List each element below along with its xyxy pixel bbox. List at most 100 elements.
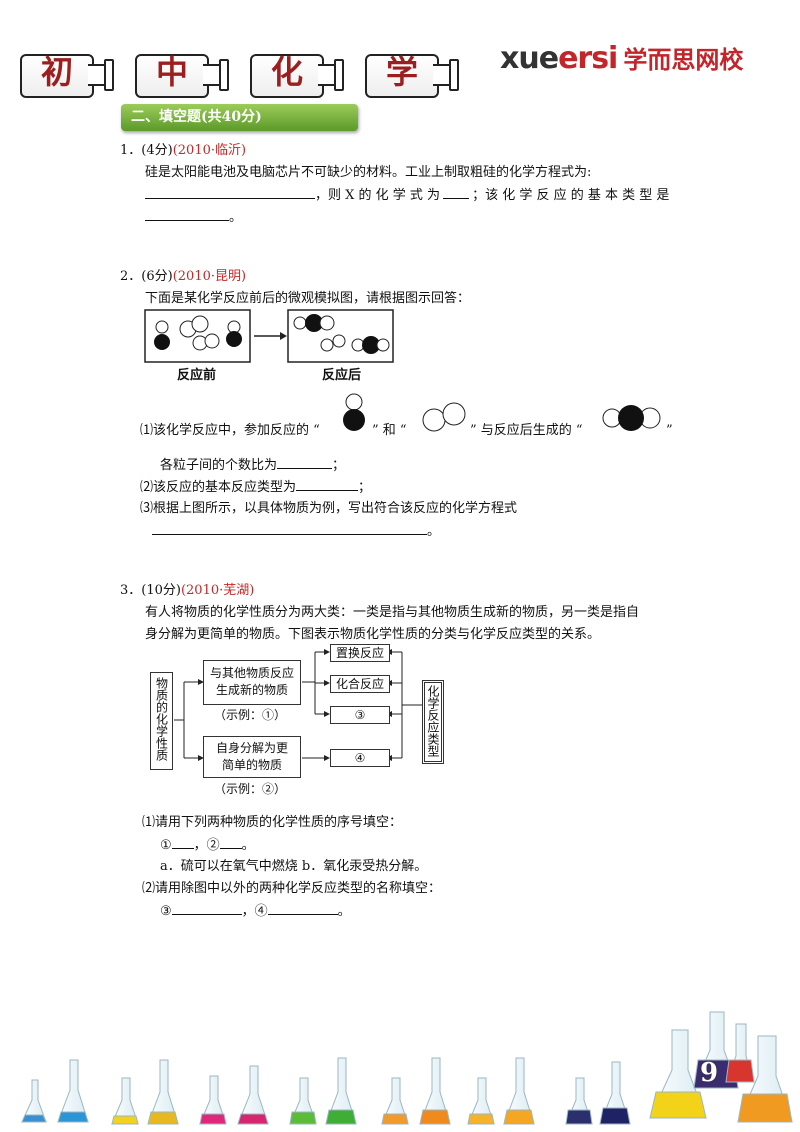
section-title: 二、填空题(共40分) (121, 104, 358, 131)
q2-label-before: 反应前 (177, 368, 217, 383)
diagram-lower-example: （示例：②） (214, 782, 287, 796)
flask-icon (649, 1029, 707, 1119)
molecule-c-icon (602, 405, 661, 431)
q1-num: 1． (120, 143, 142, 158)
diagram-r4-box: ④ (330, 749, 390, 767)
q3-score: (10分) (141, 583, 181, 598)
q3-p2-sep: ，④ (241, 904, 268, 919)
q2-blank-ratio[interactable] (277, 454, 333, 469)
q1-line2-text-a: ，则 X 的 化 学 式 为 (315, 188, 441, 203)
header-bottle-2: 中 (135, 50, 229, 98)
diagram-upper-box: 与其他物质反应 生成新的物质 (203, 660, 301, 705)
diagram-lower-box: 自身分解为更 简单的物质 (203, 736, 301, 778)
molecule-a-icon (343, 393, 365, 431)
q2-p1-c: ” 与反应后生成的 “ (470, 423, 583, 438)
q3-blank-4[interactable] (267, 900, 338, 915)
q2-p2: ⑵该反应的基本反应类型为 ； (140, 476, 371, 499)
flask-icon (325, 1057, 357, 1125)
header-char: 学 (385, 53, 418, 91)
footer-flasks-decoration (21, 1011, 793, 1125)
header-bottle-1: 初 (20, 50, 114, 98)
q1-blank-x[interactable] (443, 184, 470, 199)
q3-heading: 3．(10分)(2010·芜湖) (120, 580, 254, 602)
diagram-lower-line1: 自身分解为更 (215, 741, 288, 755)
q1-heading: 1．(4分)(2010·临沂) (120, 140, 246, 162)
q3-p1-end: 。 (241, 838, 255, 853)
diagram-right-box: 化学反应类型 (422, 680, 444, 764)
page-number: 9 (700, 1058, 719, 1088)
q1-line3-end: 。 (229, 210, 243, 225)
q3-p2: ⑵请用除图中以外的两种化学反应类型的名称填空： (142, 881, 442, 896)
diagram-right-text: 化学反应类型 (426, 685, 440, 757)
q3-intro1: 有人将物质的化学性质分为两大类：一类是指与其他物质生成新的物质，另一类是指自 (145, 605, 640, 620)
q1-line2: ，则 X 的 化 学 式 为 ；该 化 学 反 应 的 基 本 类 型 是 (145, 184, 685, 207)
flask-icon (111, 1077, 139, 1125)
q2-blank-equation[interactable] (152, 520, 427, 535)
diagram-upper-line2: 生成新的物质 (215, 683, 288, 697)
flask-icon (237, 1065, 269, 1125)
q1-line3: 。 (145, 206, 242, 229)
q2-micro-diagram (144, 309, 394, 363)
q3-p1-sep: ，② (193, 838, 220, 853)
diagram-r3-box: ③ (330, 706, 390, 724)
flask-icon (565, 1077, 593, 1125)
flask-icon (419, 1057, 451, 1125)
molecule-b-icon (422, 402, 466, 432)
q1-line2-text-b: ；该 化 学 反 应 的 基 本 类 型 是 (472, 188, 670, 203)
q3-blank-1[interactable] (171, 834, 194, 849)
flask-icon (289, 1077, 317, 1125)
flask-icon (381, 1077, 409, 1125)
diagram-r2-box: 化合反应 (330, 675, 390, 693)
diagram-left-box: 物质的化学性质 (150, 672, 173, 770)
q2-num: 2． (120, 269, 142, 284)
diagram-upper-example: （示例：①） (214, 708, 287, 722)
q3-options: a．硫可以在氧气中燃烧 b．氧化汞受热分解。 (160, 859, 428, 874)
q2-p1-a: ⑴该化学反应中，参加反应的 “ (140, 423, 320, 438)
q2-p2-text: ⑵该反应的基本反应类型为 (140, 480, 297, 495)
q2-p1-b: ” 和 “ (372, 423, 407, 438)
q2-p1-d: ” (666, 423, 673, 438)
q3-p1-circled-1: ① (160, 838, 172, 853)
q2-score: (6分) (141, 269, 173, 284)
flask-icon (725, 1023, 755, 1083)
flask-icon (21, 1079, 47, 1123)
q3-num: 3． (120, 583, 142, 598)
q3-p2-line: ③ ，④ 。 (160, 900, 351, 923)
flask-icon (199, 1075, 227, 1125)
q3-intro2: 身分解为更简单的物质。下图表示物质化学性质的分类与化学反应类型的关系。 (145, 627, 601, 642)
brand-en-b: ersi (558, 41, 618, 76)
q1-score: (4分) (141, 143, 173, 158)
q1-blank-equation[interactable] (145, 184, 315, 199)
q3-blank-2[interactable] (219, 834, 242, 849)
flask-icon (467, 1077, 495, 1125)
brand-en-a: xue (500, 41, 559, 76)
q1-blank-type[interactable] (145, 206, 229, 221)
brand-cn: 学而思网校 (623, 46, 744, 74)
q3-p2-end: 。 (337, 904, 351, 919)
q1-line1: 硅是太阳能电池及电脑芯片不可缺少的材料。工业上制取粗硅的化学方程式为: (145, 165, 592, 180)
header-char: 化 (270, 53, 303, 91)
q2-p3-end: 。 (427, 524, 441, 539)
q2-p2-end: ； (358, 480, 372, 495)
q2-p1-line2-text: 各粒子间的个数比为 (160, 458, 278, 473)
q3-p1: ⑴请用下列两种物质的化学性质的序号填空： (142, 815, 403, 830)
flask-icon (599, 1061, 631, 1125)
header-bottle-3: 化 (250, 50, 344, 98)
header-char: 中 (155, 53, 188, 91)
flask-icon (503, 1057, 535, 1125)
q2-intro: 下面是某化学反应前后的微观模拟图，请根据图示回答： (145, 291, 471, 306)
header-char: 初 (40, 53, 73, 91)
q3-p2-circled-3: ③ (160, 904, 172, 919)
header-bottle-4: 学 (365, 50, 459, 98)
q2-p3-line: 。 (152, 520, 440, 543)
flask-icon (147, 1059, 179, 1125)
q1-source: (2010·临沂) (172, 143, 247, 158)
q2-blank-type[interactable] (296, 476, 359, 491)
q3-diagram-lines (174, 649, 422, 761)
q2-source: (2010·昆明) (172, 269, 247, 284)
diagram-lower-line2: 简单的物质 (221, 758, 282, 772)
q3-blank-3[interactable] (171, 900, 242, 915)
q2-p3: ⑶根据上图所示，以具体物质为例，写出符合该反应的化学方程式 (140, 501, 518, 516)
flask-icon (737, 1035, 793, 1123)
